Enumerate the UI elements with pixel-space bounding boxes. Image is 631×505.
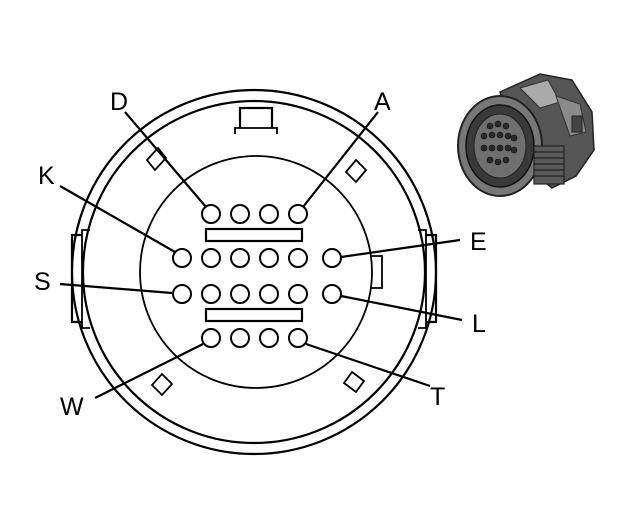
key-notch-top-right — [344, 158, 368, 184]
key-notch-bottom-right — [342, 370, 366, 394]
pin — [288, 284, 308, 304]
right-flange-inner — [418, 229, 427, 329]
leader-T — [305, 342, 431, 388]
pin-E — [322, 248, 342, 268]
pin — [230, 328, 250, 348]
pin — [230, 204, 250, 224]
label-E: E — [470, 228, 487, 256]
pin — [288, 248, 308, 268]
label-T: T — [430, 383, 445, 411]
inner-face — [139, 155, 373, 389]
pin — [259, 328, 279, 348]
separator-bar-top — [204, 227, 304, 243]
latch-base — [234, 127, 278, 134]
right-flange — [426, 233, 438, 324]
latch-tab — [238, 106, 274, 128]
outer-ring-inner — [81, 99, 427, 445]
pin — [201, 248, 221, 268]
label-L: L — [472, 310, 486, 338]
inner-keyway — [370, 255, 383, 289]
label-W: W — [60, 393, 84, 421]
leader-A — [302, 111, 379, 208]
leader-L — [340, 294, 463, 322]
key-notch-bottom-left — [150, 372, 174, 397]
separator-bar-bottom — [204, 307, 304, 323]
leader-W — [94, 343, 204, 399]
key-notch-top-left — [145, 146, 168, 172]
pin-D — [201, 204, 221, 224]
pin — [230, 284, 250, 304]
pin-row-1 — [201, 204, 308, 224]
leader-lines — [59, 111, 463, 399]
pin — [259, 204, 279, 224]
pin-T — [288, 328, 308, 348]
leader-D — [124, 111, 207, 208]
pin-L — [322, 284, 342, 304]
leader-S — [59, 282, 173, 295]
leader-K — [59, 185, 176, 253]
pin-row-3 — [172, 284, 342, 304]
pin-W — [201, 328, 221, 348]
pin-A — [288, 204, 308, 224]
left-flange-inner — [81, 229, 90, 329]
label-S: S — [34, 268, 51, 296]
pin — [259, 248, 279, 268]
pin — [259, 284, 279, 304]
label-A: A — [374, 88, 391, 116]
label-K: K — [38, 162, 55, 190]
connector-photo-icon — [457, 73, 595, 197]
pin — [230, 248, 250, 268]
label-D: D — [110, 88, 128, 116]
pin-K — [172, 248, 192, 268]
pin-row-4 — [201, 328, 308, 348]
pin — [201, 284, 221, 304]
left-flange — [70, 233, 82, 324]
connector-housing — [70, 88, 438, 456]
pin-S — [172, 284, 192, 304]
pin-row-2 — [172, 248, 342, 268]
leader-E — [340, 238, 461, 259]
